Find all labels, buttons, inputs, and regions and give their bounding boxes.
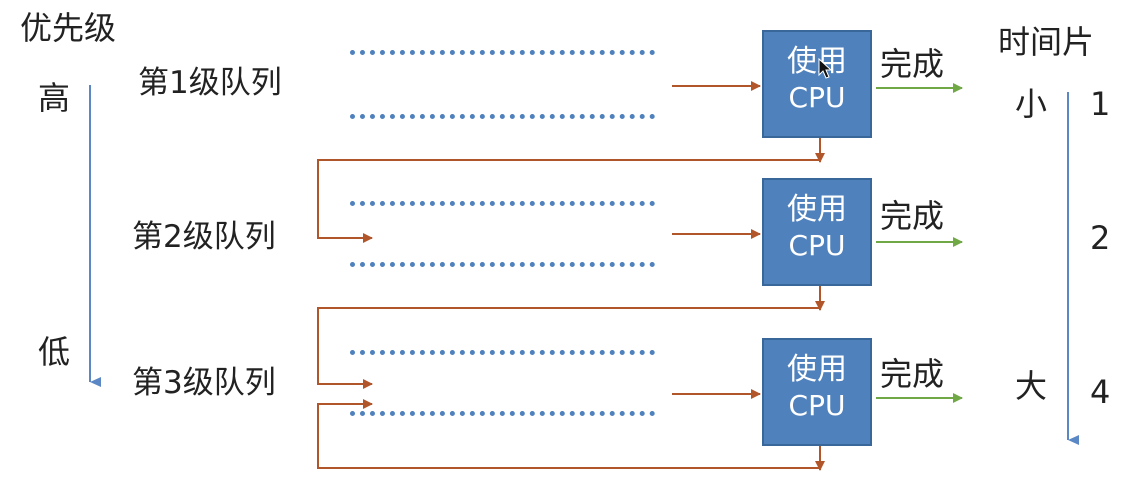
done-label-2: 完成	[880, 197, 945, 235]
priority-low-label: 低	[38, 333, 71, 371]
timeslice-large-label: 大	[1015, 367, 1048, 405]
demote-to-queue2-arrow	[317, 159, 820, 243]
timeslice-value-1: 1	[1090, 85, 1111, 123]
requeue-queue3-arrow	[317, 399, 820, 469]
timeslice-title: 时间片	[998, 23, 1095, 61]
queue1-label: 第1级队列	[138, 65, 282, 101]
queue3-top-border	[350, 350, 655, 360]
cpu-box-1: 使用 CPU	[762, 30, 872, 138]
queue1-bottom-border	[350, 114, 655, 124]
timeslice-small-label: 小	[1015, 85, 1048, 123]
cpu-box-1-line1: 使用	[787, 44, 847, 79]
cpu-box-3-line2: CPU	[788, 389, 846, 422]
queue3-label: 第3级队列	[132, 365, 276, 401]
timeslice-value-3: 4	[1090, 373, 1111, 411]
mouse-cursor-icon	[818, 58, 832, 79]
demote-to-queue3-arrow	[317, 307, 820, 389]
cpu-box-3-line1: 使用	[787, 352, 847, 387]
cpu-box-2-line1: 使用	[787, 192, 847, 227]
priority-title: 优先级	[20, 9, 117, 47]
queue1-top-border	[350, 50, 655, 60]
cpu-box-2: 使用 CPU	[762, 178, 872, 286]
queue2-label: 第2级队列	[132, 219, 276, 255]
queue2-bottom-border	[350, 262, 655, 272]
priority-high-label: 高	[38, 79, 71, 117]
timeslice-value-2: 2	[1090, 219, 1111, 257]
done-label-1: 完成	[880, 45, 945, 83]
done-label-3: 完成	[880, 355, 945, 393]
cpu-box-1-line2: CPU	[788, 81, 846, 114]
queue3-bottom-border	[350, 411, 655, 421]
cpu-box-2-line2: CPU	[788, 229, 846, 262]
cpu-box-3: 使用 CPU	[762, 338, 872, 446]
queue2-top-border	[350, 201, 655, 211]
